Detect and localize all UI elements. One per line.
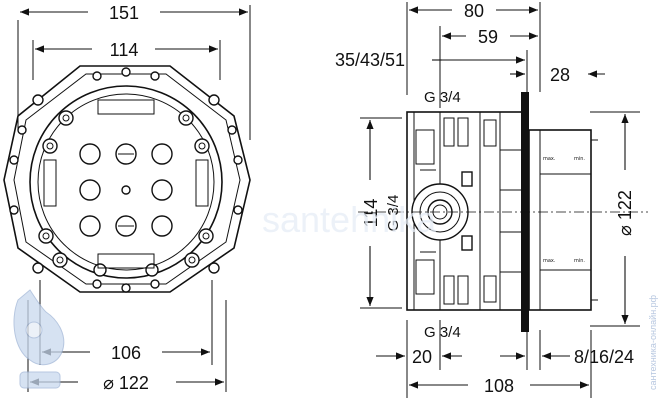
front-view: 151 114 [3,3,251,393]
thread-side-label: G 3/4 [385,195,402,232]
watermark: santehnika сантехника-онлайн.рф [13,199,658,390]
scale-max-top: max. [543,156,556,162]
thread-bottom-label: G 3/4 [424,324,461,341]
dim-28-label: 28 [550,65,570,85]
port-grid [79,143,173,237]
body-ring-inner [37,93,215,271]
dim-80-label: 80 [464,1,484,21]
dim-d122-front-label: ⌀ 122 [103,373,149,393]
scale-min-bottom: min. [574,258,585,264]
watermark-brand: santehnika [262,199,437,240]
dim-151-label: 151 [109,3,139,23]
dim-108-label: 108 [484,376,514,396]
watermark-side-text: сантехника-онлайн.рф [648,294,658,390]
body-ring-outer [29,85,223,279]
cover-plate [528,129,592,311]
watermark-logo-icon [13,289,65,389]
dim-114-label: 114 [110,40,139,60]
dim-20-label: 20 [412,347,432,367]
rim-bosses [38,110,214,277]
dim-8-16-24-label: 8/16/24 [574,347,634,367]
housing-ribs [415,117,522,305]
scale-max-bottom: max. [543,258,556,264]
octagon-frame-inner [13,73,241,285]
mounting-lugs [9,67,243,293]
dim-114-vertical-label: 114 [361,199,381,228]
dim-d122-side-label: ⌀ 122 [615,190,635,236]
dim-106-label: 106 [111,343,141,363]
scale-min-top: min. [574,156,585,162]
side-view: 80 59 35/43/51 28 G 3/4 [335,1,648,398]
dim-35-43-51-label: 35/43/51 [335,50,405,70]
thread-top-label: G 3/4 [424,89,461,106]
dim-59-label: 59 [478,27,498,47]
